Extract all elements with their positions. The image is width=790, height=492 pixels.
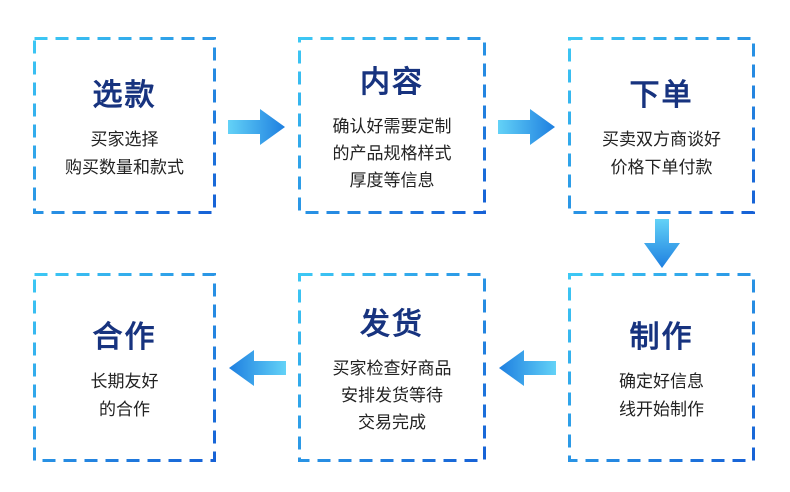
step-title: 内容 — [360, 65, 424, 99]
step-desc: 买家检查好商品 安排发货等待 交易完成 — [332, 358, 452, 433]
arrow-left-icon — [229, 350, 286, 386]
step-title: 选款 — [92, 79, 157, 113]
step-desc: 长期友好 的合作 — [90, 372, 159, 419]
step-desc: 买家选择 购买数量和款式 — [65, 130, 184, 177]
step-title: 合作 — [92, 321, 157, 355]
arrow-right-icon — [498, 109, 555, 145]
step-card-order: 下单 买卖双方商谈好 价格下单付款 — [568, 37, 755, 214]
step-desc: 买卖双方商谈好 价格下单付款 — [602, 130, 721, 177]
step-card-cooperate: 合作 长期友好 的合作 — [33, 273, 216, 462]
step-title: 发货 — [360, 307, 424, 341]
arrow-down-icon — [644, 219, 680, 268]
arrow-right-icon — [228, 109, 285, 145]
step-title: 下单 — [629, 79, 694, 113]
step-card-content: 内容 确认好需要定制 的产品规格样式 厚度等信息 — [298, 37, 486, 214]
step-card-ship: 发货 买家检查好商品 安排发货等待 交易完成 — [298, 273, 486, 462]
step-card-select: 选款 买家选择 购买数量和款式 — [33, 37, 216, 214]
step-title: 制作 — [629, 321, 694, 355]
step-card-produce: 制作 确定好信息 线开始制作 — [568, 273, 755, 462]
step-desc: 确认好需要定制 的产品规格样式 厚度等信息 — [332, 116, 452, 191]
step-desc: 确定好信息 线开始制作 — [619, 372, 704, 419]
arrow-left-icon — [499, 350, 556, 386]
